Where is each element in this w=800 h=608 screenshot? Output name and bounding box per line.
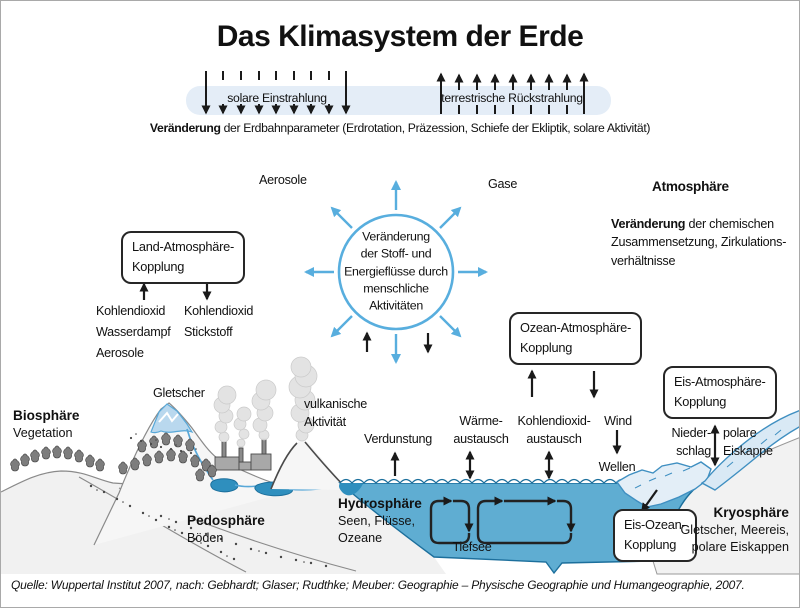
pedosphaere-name: Pedosphäre xyxy=(187,513,265,528)
terrestrial-radiation-label: terrestrische Rückstrahlung xyxy=(441,91,583,105)
volcano xyxy=(271,440,348,490)
shore-water xyxy=(339,481,363,496)
pedosphaere-sub: Böden xyxy=(187,530,224,545)
vulkanische-aktivitaet-label: vulkanische Aktivität xyxy=(304,397,368,429)
page-title: Das Klimasystem der Erde xyxy=(216,20,584,53)
hydrosphaere-sub: Seen, Flüsse, Ozeane xyxy=(338,513,416,546)
pedosphaere-group: Pedosphäre Böden xyxy=(187,512,265,547)
exchange-arrows xyxy=(139,282,720,513)
polare-eiskappe-label: polare Eiskappe xyxy=(723,426,773,458)
ocean-circulation-loops xyxy=(429,496,576,545)
verdunstung-label: Verdunstung xyxy=(364,432,432,446)
gase-label: Gase xyxy=(488,177,518,191)
orbit-note-rest: der Erdbahnparameter (Erdrotation, Präze… xyxy=(220,121,651,135)
aerosole-label: Aerosole xyxy=(259,173,307,187)
biosphaere-group: Biosphäre Vegetation xyxy=(13,407,79,442)
gletscher-label: Gletscher xyxy=(153,386,205,400)
atmosphaere-note-rest: der chemischen Zusammensetzung, Zirkulat… xyxy=(611,217,787,268)
kryosphaere-sub: Gletscher, Meereis, polare Eiskappen xyxy=(680,522,790,555)
tiefsee-label: Tiefsee xyxy=(452,540,492,554)
solar-radiation-label: solare Einstrahlung xyxy=(227,91,327,105)
land-atmosphere-coupling-box: Land-Atmosphäre- Kopplung xyxy=(121,231,245,284)
terrestrial-arrows xyxy=(436,72,589,114)
hydrosphaere-name: Hydrosphäre xyxy=(338,496,422,511)
factory xyxy=(214,438,272,471)
orbit-parameters-note: Veränderung der Erdbahnparameter (Erdrot… xyxy=(1,121,799,135)
mountain-outline xyxy=(93,402,300,546)
human-activity-circle xyxy=(304,180,488,364)
atmosphaere-note: Veränderung der chemischen Zusammensetzu… xyxy=(611,215,787,270)
human-activity-text: Veränderung der Stoff- und Energieflüsse… xyxy=(344,229,448,314)
orbit-note-bold: Veränderung xyxy=(149,121,221,135)
ocean-atmosphere-coupling-box: Ozean-Atmosphäre- Kopplung xyxy=(509,312,642,365)
ice-atmosphere-coupling-box: Eis-Atmosphäre- Kopplung xyxy=(663,366,777,419)
smoke-plumes xyxy=(213,356,318,448)
lake-1 xyxy=(210,478,239,493)
land-coupling-up-label: Kohlendioxid Wasserdampf Aerosole xyxy=(96,304,171,361)
biosphaere-name: Biosphäre xyxy=(13,408,80,423)
wellen-label: Wellen xyxy=(598,460,636,474)
kryosphaere-group: Kryosphäre Gletscher, Meereis, polare Ei… xyxy=(681,504,790,557)
atmosphaere-note-bold: Veränderung xyxy=(611,217,686,231)
land-coupling-down-label: Kohlendioxid Stickstoff xyxy=(184,304,254,340)
left-land xyxy=(1,471,446,574)
scrub-specks xyxy=(89,433,328,568)
glacier-crevasse xyxy=(158,411,179,423)
ice-ticks xyxy=(634,429,782,489)
niederschlag-label: Nieder- schlag xyxy=(671,426,711,458)
atmosphaere-heading: Atmosphäre xyxy=(652,179,729,194)
source-credit: Quelle: Wuppertal Institut 2007, nach: G… xyxy=(11,578,745,592)
ice-cap xyxy=(700,410,799,491)
ice-ocean-coupling-box: Eis-Ozean- Kopplung xyxy=(613,509,697,562)
kryosphaere-name: Kryosphäre xyxy=(713,505,789,520)
volcano-outline-left xyxy=(270,442,298,490)
waermeaustausch-label: Wärme- austausch xyxy=(453,414,509,446)
wind-label: Wind xyxy=(604,414,632,428)
hydrosphaere-group: Hydrosphäre Seen, Flüsse, Ozeane xyxy=(338,495,422,548)
biosphaere-sub: Vegetation xyxy=(13,425,73,440)
kohlendioxidaustausch-label: Kohlendioxid- austausch xyxy=(517,414,591,446)
solar-arrows xyxy=(201,71,351,115)
